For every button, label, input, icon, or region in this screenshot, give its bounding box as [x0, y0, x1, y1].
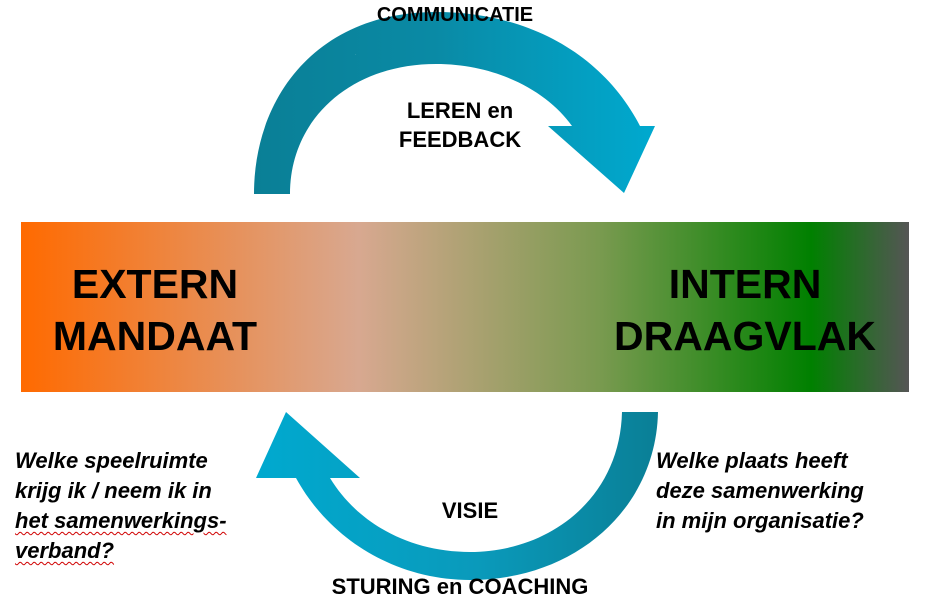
leren-feedback-label: LEREN en FEEDBACK [340, 96, 580, 154]
sturing-coaching-label: STURING en COACHING [331, 574, 589, 599]
question-right-line-2: deze samenwerking [656, 478, 864, 503]
intern-line: INTERN [668, 261, 822, 307]
top-cycle-arrow [254, 12, 655, 194]
leren-feedback-line-1: LEREN en [406, 98, 514, 123]
bottom-cycle-arrow [256, 412, 658, 580]
question-left-line-1: Welke speelruimte [15, 448, 208, 473]
communicatie-label: COMMUNICATIE [376, 4, 534, 26]
draagvlak-line: DRAAGVLAK [614, 313, 876, 359]
extern-line: EXTERN [71, 261, 239, 307]
extern-intern-gradient-band [21, 222, 909, 392]
speelruimte-question: Welke speelruimte krijg ik / neem ik in … [15, 446, 295, 566]
intern-draagvlak-label: INTERN DRAAGVLAK [590, 258, 900, 362]
question-left-line-4: verband? [15, 536, 295, 566]
leren-feedback-line-2: FEEDBACK [398, 127, 522, 152]
extern-mandaat-label: EXTERN MANDAAT [30, 258, 280, 362]
visie-label: VISIE [441, 498, 499, 523]
question-left-line-4-text: verband? [15, 538, 115, 563]
question-right-line-1: Welke plaats heeft [656, 448, 848, 473]
plaats-question: Welke plaats heeft deze samenwerking in … [656, 446, 921, 536]
question-left-line-2: krijg ik / neem ik in [15, 478, 212, 503]
mandaat-line: MANDAAT [52, 313, 258, 359]
question-left-line-3: het samenwerkings- [15, 508, 227, 533]
question-right-line-3: in mijn organisatie? [656, 508, 864, 533]
